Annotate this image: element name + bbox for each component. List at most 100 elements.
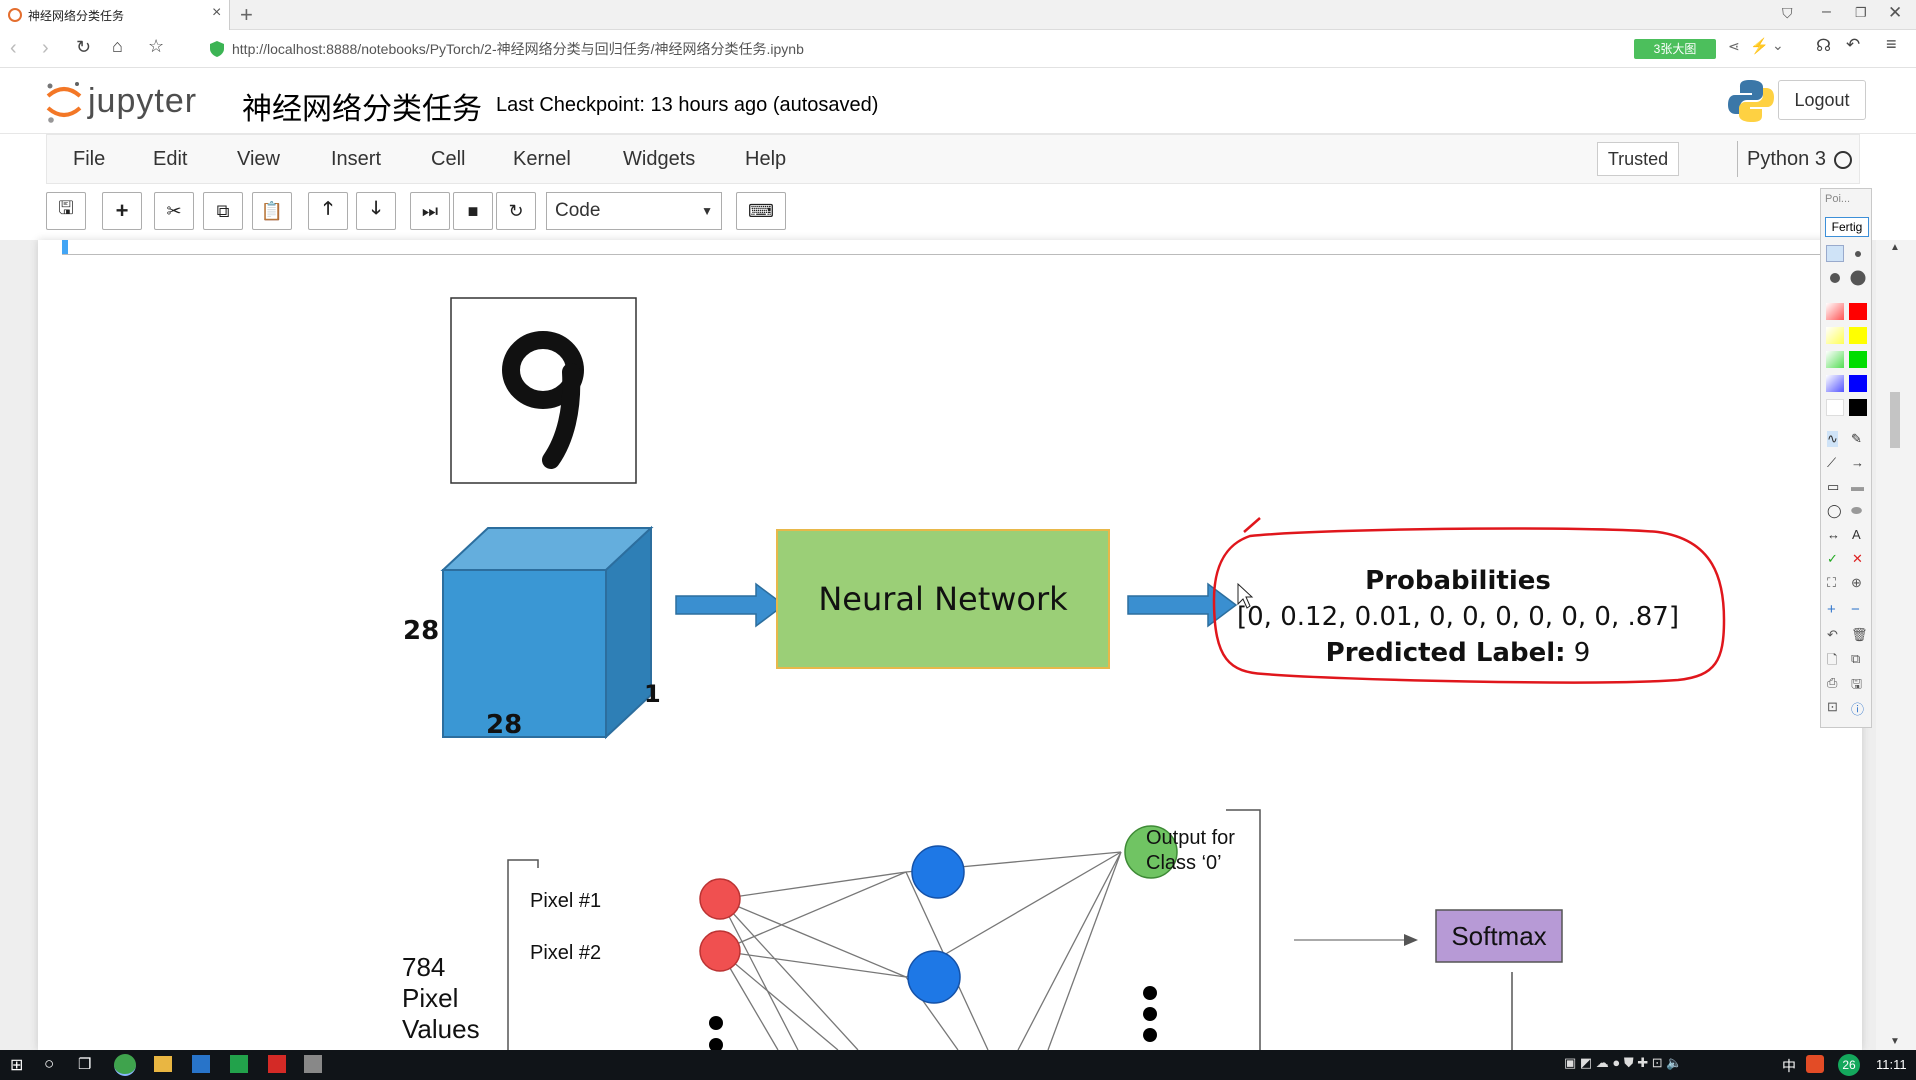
line-tool-icon[interactable]: ⟋ xyxy=(1827,455,1837,470)
screen-icon[interactable]: ⊡ xyxy=(1827,699,1838,714)
tab-pin-icon[interactable]: ⛉ xyxy=(1782,5,1793,21)
notebook-title[interactable]: 神经网络分类任务 xyxy=(242,93,482,126)
red-app-icon[interactable] xyxy=(268,1055,286,1073)
tab-close-icon[interactable]: × xyxy=(212,4,222,21)
undo-annotation-icon[interactable]: ↶ xyxy=(1827,627,1838,642)
print-icon[interactable]: ⎙ xyxy=(1827,675,1838,690)
page-scrollbar[interactable]: ▲ ▼ xyxy=(1876,240,1916,1050)
color-white[interactable] xyxy=(1826,399,1844,416)
browser-tab[interactable]: 神经网络分类任务 × xyxy=(0,0,230,30)
pen-size-large[interactable] xyxy=(1826,269,1844,286)
new-tab-icon[interactable]: + xyxy=(240,2,253,27)
check-icon[interactable]: ✓ xyxy=(1827,551,1838,566)
lightning-icon[interactable]: ⚡ xyxy=(1750,38,1769,55)
zoom-in-icon[interactable]: + xyxy=(1827,601,1836,618)
interrupt-button[interactable]: ■ xyxy=(453,192,493,230)
tray-icons[interactable]: ▣ ◩ ☁ ● ⛊ ✚ ⊡ 🔈 xyxy=(1564,1055,1683,1070)
menu-icon[interactable]: ≡ xyxy=(1886,34,1897,54)
menu-kernel[interactable]: Kernel xyxy=(513,148,571,170)
crop-icon[interactable]: ⛶ xyxy=(1827,575,1837,590)
dropdown-chevron-icon[interactable]: ⌄ xyxy=(1772,37,1784,53)
color-red[interactable] xyxy=(1849,303,1867,320)
trash-icon[interactable]: 🗑 xyxy=(1851,627,1868,642)
menu-cell[interactable]: Cell xyxy=(431,148,466,170)
copy-button[interactable]: ⧉ xyxy=(203,192,243,230)
undo-icon[interactable]: ↶ xyxy=(1846,35,1861,54)
info-icon[interactable]: ⓘ xyxy=(1851,702,1865,717)
insert-cell-button[interactable]: + xyxy=(102,192,142,230)
move-down-button[interactable]: 🡓 xyxy=(356,192,396,230)
text-tool-icon[interactable]: A xyxy=(1852,527,1861,542)
color-yellow[interactable] xyxy=(1849,327,1867,344)
headphones-icon[interactable]: ☊ xyxy=(1816,36,1832,55)
minimize-icon[interactable]: – xyxy=(1822,3,1831,20)
menu-insert[interactable]: Insert xyxy=(331,148,382,170)
move-up-button[interactable]: 🡑 xyxy=(308,192,348,230)
color-black[interactable] xyxy=(1849,399,1867,416)
extension-badge[interactable]: 3张大图 xyxy=(1634,39,1716,59)
filled-rectangle-icon[interactable]: ▬ xyxy=(1851,479,1864,494)
windows-start-icon[interactable]: ⊞ xyxy=(10,1057,24,1074)
reload-icon[interactable]: ↻ xyxy=(76,37,92,57)
cross-icon[interactable]: ✕ xyxy=(1852,551,1863,566)
color-green[interactable] xyxy=(1849,351,1867,368)
task-view-icon[interactable]: ❐ xyxy=(78,1056,92,1073)
scroll-up-icon[interactable]: ▲ xyxy=(1890,242,1900,253)
zoom-out-icon[interactable]: − xyxy=(1851,601,1860,618)
color-blue[interactable] xyxy=(1849,375,1867,392)
menu-help[interactable]: Help xyxy=(745,148,787,170)
filled-ellipse-icon[interactable]: ⬬ xyxy=(1851,503,1863,518)
browser-taskbar-icon[interactable] xyxy=(114,1054,136,1076)
file-explorer-icon[interactable] xyxy=(154,1056,172,1072)
sogou-input-icon[interactable] xyxy=(1806,1055,1824,1073)
ellipse-tool-icon[interactable]: ◯ xyxy=(1827,503,1842,518)
share-icon[interactable]: ⋖ xyxy=(1728,38,1740,54)
color-light-red[interactable] xyxy=(1826,303,1844,320)
color-light-green[interactable] xyxy=(1826,351,1844,368)
pycharm-icon[interactable] xyxy=(230,1055,248,1073)
window-close-icon[interactable]: ✕ xyxy=(1888,3,1903,22)
home-icon[interactable]: ⌂ xyxy=(112,36,123,56)
new-page-icon[interactable]: 🗋 xyxy=(1827,652,1838,667)
zoom-icon[interactable]: ⊕ xyxy=(1851,575,1862,590)
back-icon[interactable]: ‹ xyxy=(10,37,17,59)
ime-indicator[interactable]: 中 xyxy=(1782,1058,1796,1074)
scrollbar-thumb[interactable] xyxy=(1890,392,1900,448)
menu-view[interactable]: View xyxy=(237,148,280,170)
arrow-tool-icon[interactable]: → xyxy=(1851,455,1864,470)
color-light-yellow[interactable] xyxy=(1826,327,1844,344)
cell-type-select[interactable]: Code ▼ xyxy=(546,192,722,230)
freehand-pen-icon[interactable]: ∿ xyxy=(1827,431,1838,447)
menu-file[interactable]: File xyxy=(73,148,106,170)
cut-button[interactable]: ✂ xyxy=(154,192,194,230)
highlighter-icon[interactable]: ✎ xyxy=(1851,431,1862,446)
copy-page-icon[interactable]: ⧉ xyxy=(1851,651,1861,666)
jupyter-logo[interactable]: jupyter xyxy=(44,80,244,124)
notification-badge[interactable]: 26 xyxy=(1838,1054,1860,1076)
color-light-blue[interactable] xyxy=(1826,375,1844,392)
command-palette-button[interactable]: ⌨ xyxy=(736,192,786,230)
search-icon[interactable]: ○ xyxy=(44,1054,55,1073)
scroll-down-icon[interactable]: ▼ xyxy=(1890,1036,1900,1047)
rectangle-tool-icon[interactable]: ▭ xyxy=(1827,479,1840,494)
double-arrow-icon[interactable]: ↔ xyxy=(1827,527,1840,542)
save-annotation-icon[interactable]: 🖫 xyxy=(1851,676,1863,691)
save-button[interactable]: 🖫 xyxy=(46,192,86,230)
app-window-icon[interactable] xyxy=(192,1055,210,1073)
maximize-icon[interactable]: ❐ xyxy=(1855,5,1867,20)
menu-edit[interactable]: Edit xyxy=(153,148,188,170)
url-input[interactable]: http://localhost:8888/notebooks/PyTorch/… xyxy=(232,41,804,57)
menu-widgets[interactable]: Widgets xyxy=(623,148,696,170)
trusted-indicator[interactable]: Trusted xyxy=(1597,142,1679,176)
bookmark-star-icon[interactable]: ☆ xyxy=(148,36,165,56)
annotation-done-button[interactable]: Fertig xyxy=(1825,217,1869,237)
restart-button[interactable]: ↻ xyxy=(496,192,536,230)
run-cell-button[interactable]: ⏭ xyxy=(410,192,450,230)
screen-tool-icon[interactable] xyxy=(304,1055,322,1073)
paste-button[interactable]: 📋 xyxy=(252,192,292,230)
forward-icon[interactable]: › xyxy=(42,37,49,59)
pen-size-xlarge[interactable] xyxy=(1849,269,1867,286)
pen-size-medium[interactable] xyxy=(1849,245,1867,262)
logout-button[interactable]: Logout xyxy=(1778,80,1866,120)
pen-size-small[interactable] xyxy=(1826,245,1844,262)
